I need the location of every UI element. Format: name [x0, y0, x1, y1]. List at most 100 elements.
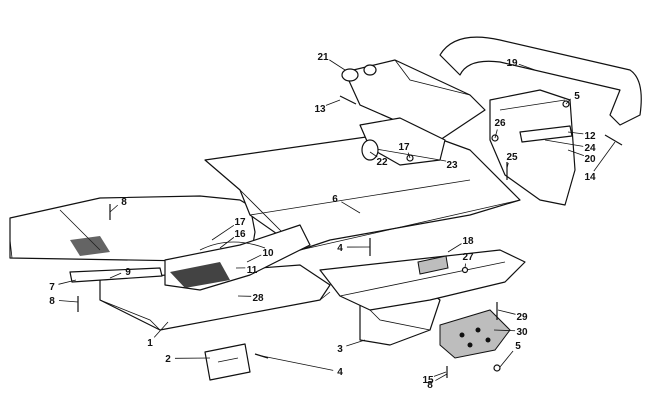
- leader-line: [439, 159, 447, 162]
- callout-6: 6: [332, 194, 361, 214]
- callout-13: 13: [314, 99, 341, 115]
- reflector-plate: [417, 255, 449, 275]
- callout-17: 17: [211, 217, 246, 241]
- leader-line: [567, 149, 584, 157]
- grab-tube: [519, 125, 573, 143]
- callout-number: 24: [584, 143, 596, 154]
- leader-line: [58, 279, 77, 285]
- callout-number: 15: [422, 375, 434, 386]
- callout-2: 2: [165, 354, 211, 365]
- callout-27: 27: [462, 252, 474, 269]
- callout-number: 11: [247, 265, 258, 276]
- callout-number: 8: [121, 197, 127, 208]
- callout-21: 21: [317, 52, 346, 71]
- leader-line: [518, 63, 536, 71]
- leader-line: [433, 371, 447, 377]
- callout-9: 9: [109, 267, 131, 279]
- callout-number: 19: [506, 58, 518, 69]
- callout-29: 29: [497, 309, 528, 323]
- callout-number: 21: [317, 52, 329, 63]
- callout-5: 5: [499, 341, 521, 368]
- callout-20: 20: [567, 149, 596, 165]
- leader-line: [246, 254, 262, 263]
- callout-number: 17: [398, 142, 410, 153]
- callout-number: 23: [446, 160, 458, 171]
- leader-line: [325, 99, 341, 106]
- leader-line: [341, 201, 361, 214]
- callout-3: 3: [337, 339, 366, 355]
- callout-number: 16: [234, 229, 246, 240]
- callout-layer: 1234455678889101112131415161717181920212…: [49, 52, 616, 391]
- callout-4: 4: [261, 355, 343, 378]
- callout-number: 18: [462, 236, 474, 247]
- callout-16: 16: [219, 229, 246, 249]
- callout-number: 5: [515, 341, 521, 352]
- callout-17: 17: [398, 142, 411, 159]
- leader-line: [544, 139, 584, 147]
- callout-number: 17: [234, 217, 246, 228]
- callout-number: 8: [49, 296, 55, 307]
- callout-26: 26: [494, 118, 506, 139]
- leader-line: [447, 243, 462, 253]
- callout-number: 14: [584, 172, 596, 183]
- callout-4: 4: [337, 243, 371, 254]
- callout-number: 4: [337, 243, 343, 254]
- callout-11: 11: [235, 265, 258, 276]
- callout-number: 22: [376, 157, 388, 168]
- plate-part-2: [204, 343, 251, 381]
- leader-line: [329, 59, 346, 71]
- callout-23: 23: [439, 159, 458, 171]
- callout-8: 8: [427, 373, 448, 391]
- callout-number: 5: [574, 91, 580, 102]
- leader-line: [58, 300, 79, 303]
- bolt-14: [604, 134, 623, 146]
- leader-line: [497, 309, 516, 315]
- callout-8: 8: [109, 197, 127, 213]
- leader-line: [506, 162, 509, 169]
- callout-number: 2: [165, 354, 171, 365]
- callout-number: 8: [427, 380, 433, 391]
- leader-line: [211, 224, 235, 241]
- leader-line: [494, 129, 498, 139]
- leader-line: [407, 152, 411, 159]
- callout-19: 19: [506, 58, 536, 71]
- leader-line: [219, 237, 235, 249]
- leader-line: [593, 141, 616, 172]
- callout-24: 24: [544, 139, 596, 154]
- leader-line: [346, 339, 366, 347]
- callout-12: 12: [567, 131, 596, 142]
- callout-number: 1: [147, 338, 153, 349]
- leader-line: [565, 98, 571, 105]
- front-floor-plate: [99, 264, 331, 331]
- leader-line: [261, 355, 334, 371]
- callout-1: 1: [147, 321, 169, 349]
- callout-14: 14: [584, 141, 616, 183]
- lower-long-rail: [319, 249, 526, 311]
- callout-number: 29: [516, 312, 528, 323]
- callout-7: 7: [49, 279, 77, 293]
- callout-number: 9: [125, 267, 131, 278]
- leader-line: [109, 204, 119, 213]
- callout-number: 27: [462, 252, 474, 263]
- leader-line: [499, 350, 514, 368]
- callout-number: 3: [337, 344, 343, 355]
- callout-number: 30: [516, 327, 528, 338]
- callout-8: 8: [49, 296, 79, 307]
- leader-line: [369, 151, 378, 158]
- leader-line: [493, 329, 516, 332]
- callout-number: 4: [337, 367, 343, 378]
- callout-number: 12: [584, 131, 596, 142]
- callout-number: 7: [49, 282, 55, 293]
- callout-number: 10: [262, 248, 274, 259]
- callout-18: 18: [447, 236, 474, 253]
- callout-28: 28: [237, 293, 264, 304]
- upper-console: [341, 59, 486, 141]
- callout-number: 6: [332, 194, 338, 205]
- callout-number: 28: [252, 293, 264, 304]
- leader-line: [567, 131, 584, 135]
- leader-line: [109, 272, 122, 279]
- heel-plate: [439, 309, 511, 359]
- leader-line: [153, 321, 169, 338]
- callout-5: 5: [565, 91, 580, 105]
